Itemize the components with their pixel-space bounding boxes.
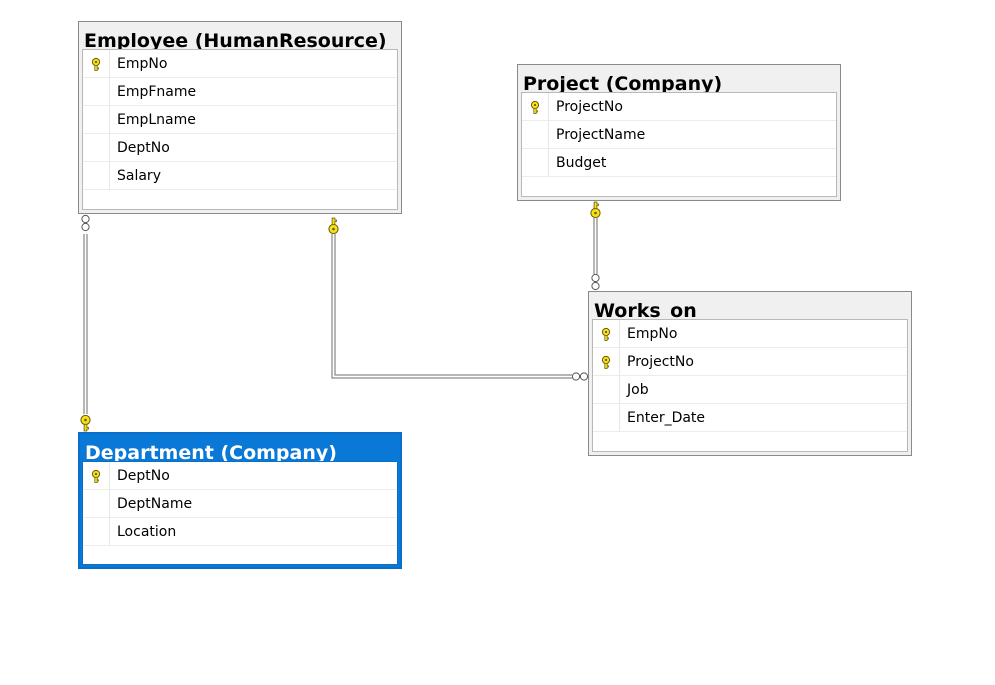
row-selector [593, 320, 620, 347]
column-row[interactable]: Salary [83, 162, 397, 190]
column-name: Budget [556, 154, 607, 171]
row-selector [83, 78, 110, 105]
column-row[interactable]: ProjectNo [522, 93, 836, 121]
row-selector [522, 149, 549, 176]
row-selector [593, 376, 620, 403]
table-title[interactable]: Works_on [594, 300, 697, 319]
column-row[interactable]: EmpFname [83, 78, 397, 106]
column-name: DeptName [117, 495, 193, 512]
column-name: EmpLname [117, 111, 196, 128]
key-icon [530, 100, 540, 114]
column-name: EmpFname [117, 83, 197, 100]
column-row[interactable]: EmpLname [83, 106, 397, 134]
relationship-employee-works-on[interactable] [328, 217, 589, 381]
key-icon [91, 57, 101, 71]
row-selector [83, 462, 110, 489]
row-selector [522, 121, 549, 148]
key-icon [91, 469, 101, 483]
column-row[interactable]: Job [593, 376, 907, 404]
column-name: EmpNo [117, 55, 168, 72]
row-selector [83, 134, 110, 161]
row-selector [83, 490, 110, 517]
row-selector [83, 106, 110, 133]
row-selector [83, 50, 110, 77]
column-row[interactable]: Budget [522, 149, 836, 177]
column-row[interactable]: Location [83, 518, 397, 546]
column-name: ProjectNo [627, 353, 694, 370]
row-selector [83, 162, 110, 189]
column-name: EmpNo [627, 325, 678, 342]
column-name: ProjectName [556, 126, 646, 143]
key-icon [590, 201, 601, 219]
infinity-icon [591, 273, 600, 291]
column-row[interactable]: DeptName [83, 490, 397, 518]
relationship-employee-department[interactable] [80, 214, 91, 432]
infinity-icon [571, 372, 589, 381]
key-icon [80, 414, 91, 432]
column-row[interactable]: EmpNo [83, 50, 397, 78]
row-selector [593, 348, 620, 375]
column-name: Job [627, 381, 649, 398]
column-name: ProjectNo [556, 98, 623, 115]
column-row[interactable]: ProjectNo [593, 348, 907, 376]
column-row[interactable]: ProjectName [522, 121, 836, 149]
table-title[interactable]: Employee (HumanResource) [84, 30, 387, 49]
row-selector [83, 518, 110, 545]
column-name: DeptNo [117, 139, 170, 156]
row-selector [593, 404, 620, 431]
column-name: Enter_Date [627, 409, 706, 426]
infinity-icon [81, 214, 90, 232]
column-name: DeptNo [117, 467, 170, 484]
relationship-project-works-on[interactable] [590, 201, 601, 291]
key-icon [328, 217, 339, 235]
column-row[interactable]: EmpNo [593, 320, 907, 348]
row-selector [522, 93, 549, 120]
key-icon [601, 327, 611, 341]
table-title[interactable]: Department (Company) [85, 442, 337, 461]
column-name: Salary [117, 167, 161, 184]
table-title[interactable]: Project (Company) [523, 73, 723, 92]
column-row[interactable]: Enter_Date [593, 404, 907, 432]
column-row[interactable]: DeptNo [83, 134, 397, 162]
column-name: Location [117, 523, 177, 540]
key-icon [601, 355, 611, 369]
column-row[interactable]: DeptNo [83, 462, 397, 490]
